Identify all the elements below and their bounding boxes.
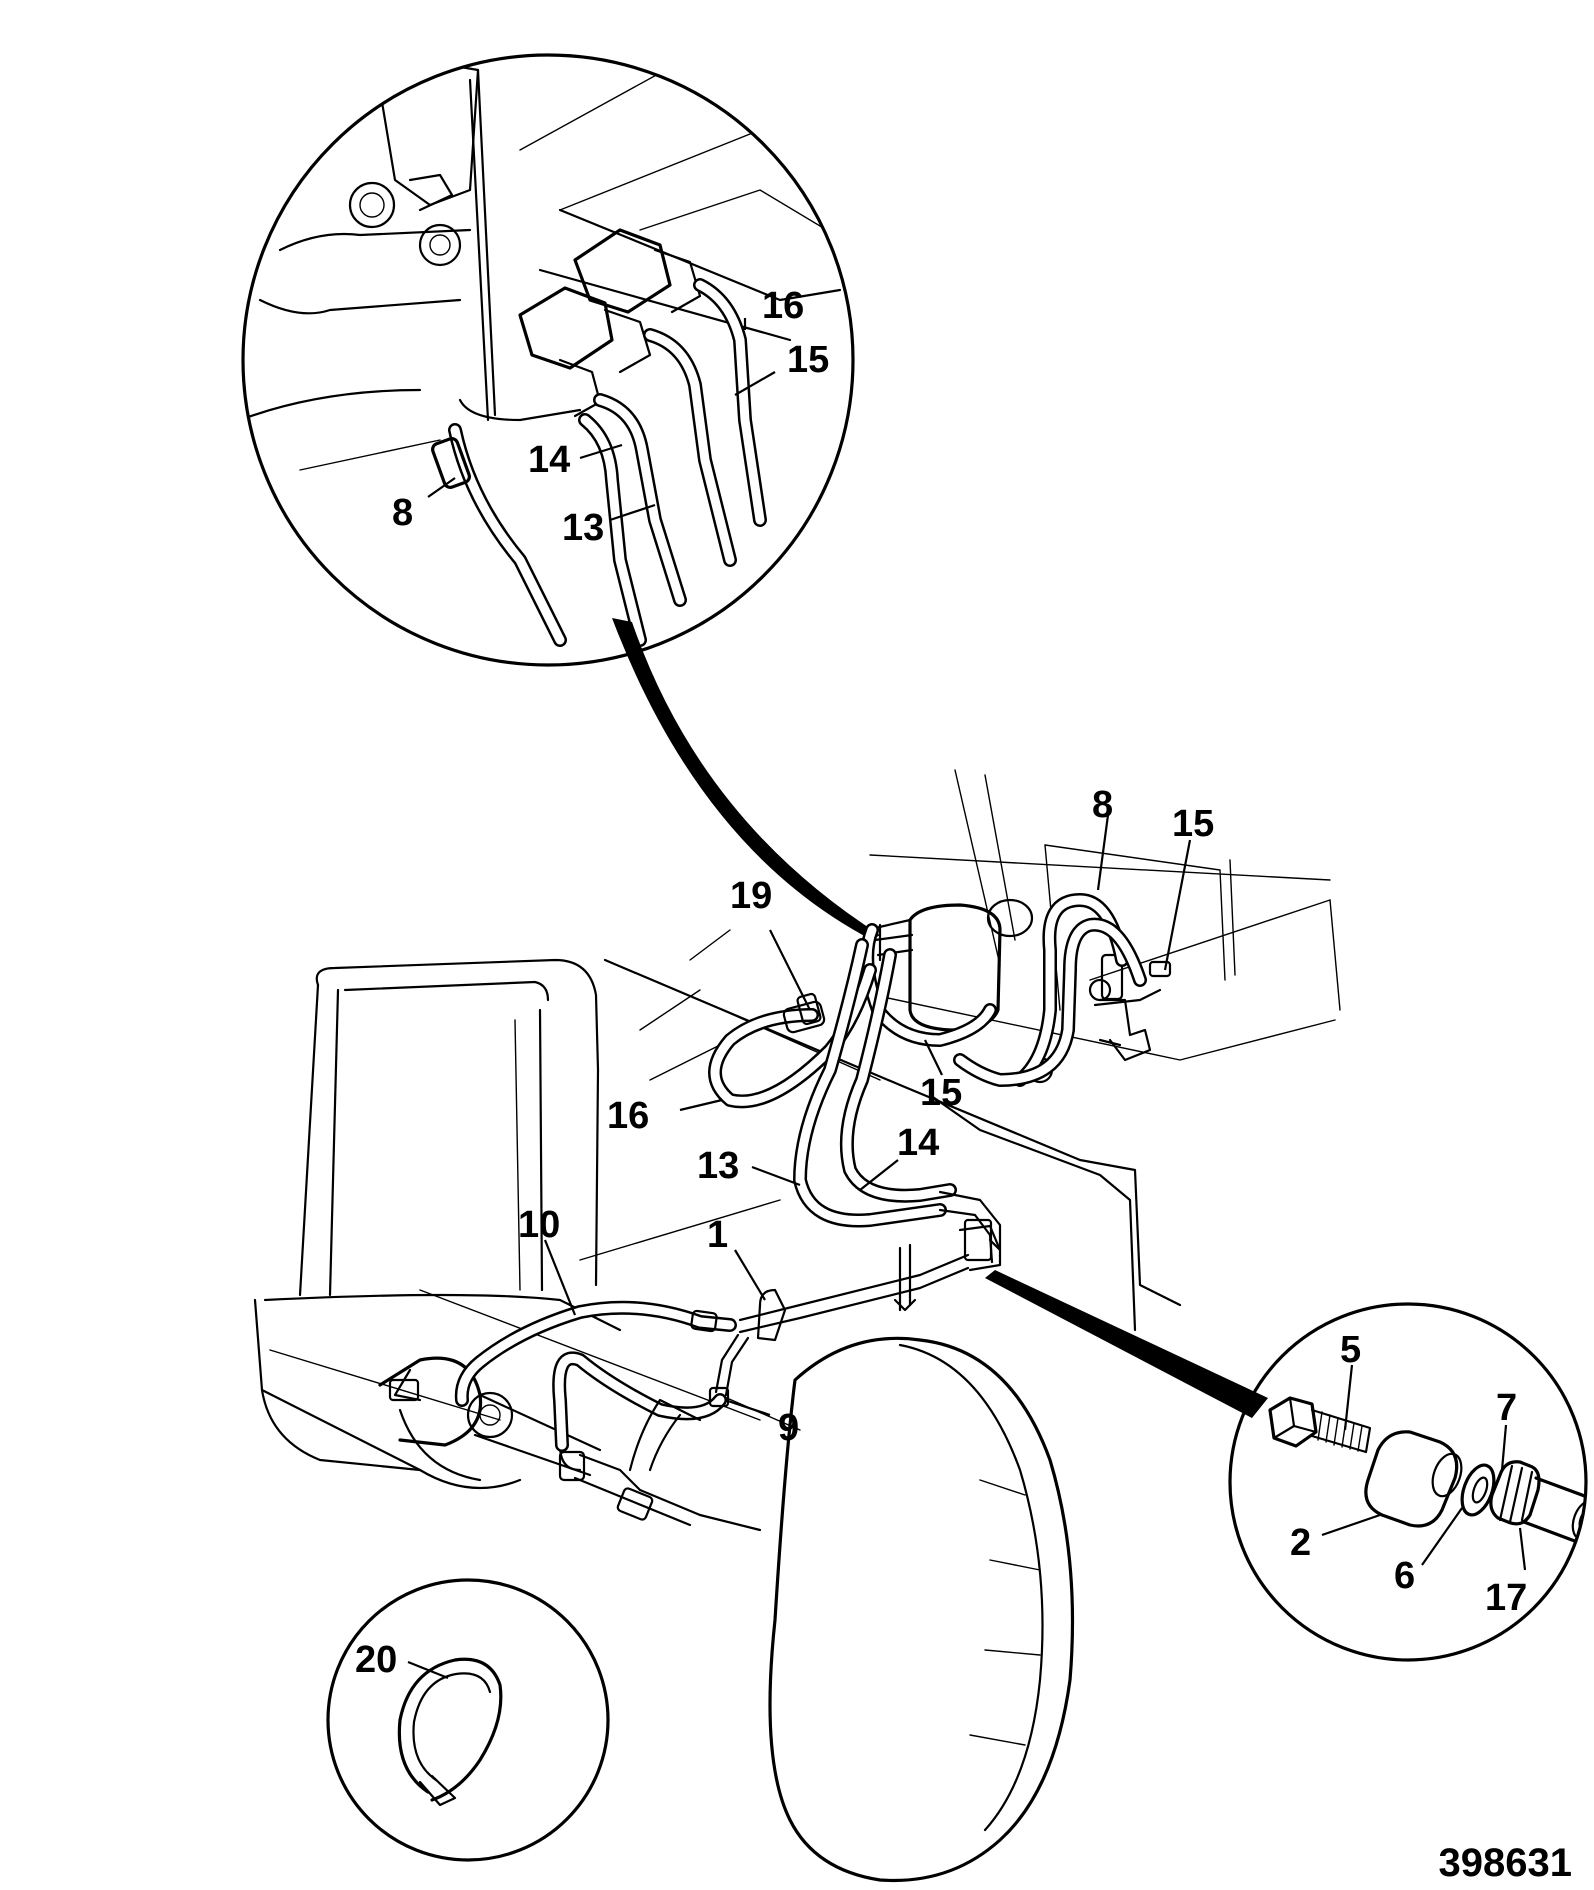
callout-1: 1 — [707, 1214, 728, 1256]
callout-20: 20 — [355, 1639, 397, 1681]
drawing-reference-number: 398631 — [1439, 1841, 1572, 1885]
callout-16-detail: 16 — [762, 285, 804, 327]
steering-cylinder — [378, 1356, 762, 1532]
callout-15-upper: 15 — [1172, 803, 1214, 845]
hose-clip-icon — [397, 1657, 503, 1807]
callout-14-detail: 14 — [528, 439, 570, 481]
machine-view: 8 15 19 16 15 13 14 10 1 9 — [253, 769, 1341, 1883]
callout-7: 7 — [1496, 1387, 1517, 1429]
callout-15-detail: 15 — [787, 339, 829, 381]
callout-2: 2 — [1290, 1522, 1311, 1564]
callout-13-detail: 13 — [562, 507, 604, 549]
callout-8-detail: 8 — [392, 492, 413, 534]
main-hoses — [454, 893, 1147, 1472]
detail-circle-valve-connections: 16 15 14 13 8 — [241, 53, 855, 667]
callout-16: 16 — [607, 1095, 649, 1137]
tyre — [768, 1336, 1075, 1883]
detail-hoses — [431, 278, 767, 647]
detail-circle-hose-clip: 20 — [326, 1578, 610, 1862]
detail-pointer-top — [612, 618, 880, 940]
detail-circle-bulkhead-fitting: 5 7 2 6 17 — [1228, 1302, 1588, 1662]
bolt-icon — [1268, 1396, 1372, 1454]
callout-8: 8 — [1092, 784, 1113, 826]
callout-13: 13 — [697, 1145, 739, 1187]
callout-9: 9 — [778, 1407, 799, 1449]
callout-19: 19 — [730, 875, 772, 917]
callout-6: 6 — [1394, 1555, 1415, 1597]
callout-15-lower: 15 — [920, 1072, 962, 1114]
spacer-icon — [1364, 1430, 1463, 1528]
detail-pointer-fitting — [985, 1270, 1268, 1418]
callout-5: 5 — [1340, 1329, 1361, 1371]
callout-10: 10 — [518, 1204, 560, 1246]
callout-17: 17 — [1485, 1577, 1527, 1619]
callout-14: 14 — [897, 1122, 939, 1164]
valve-fittings — [518, 228, 702, 418]
